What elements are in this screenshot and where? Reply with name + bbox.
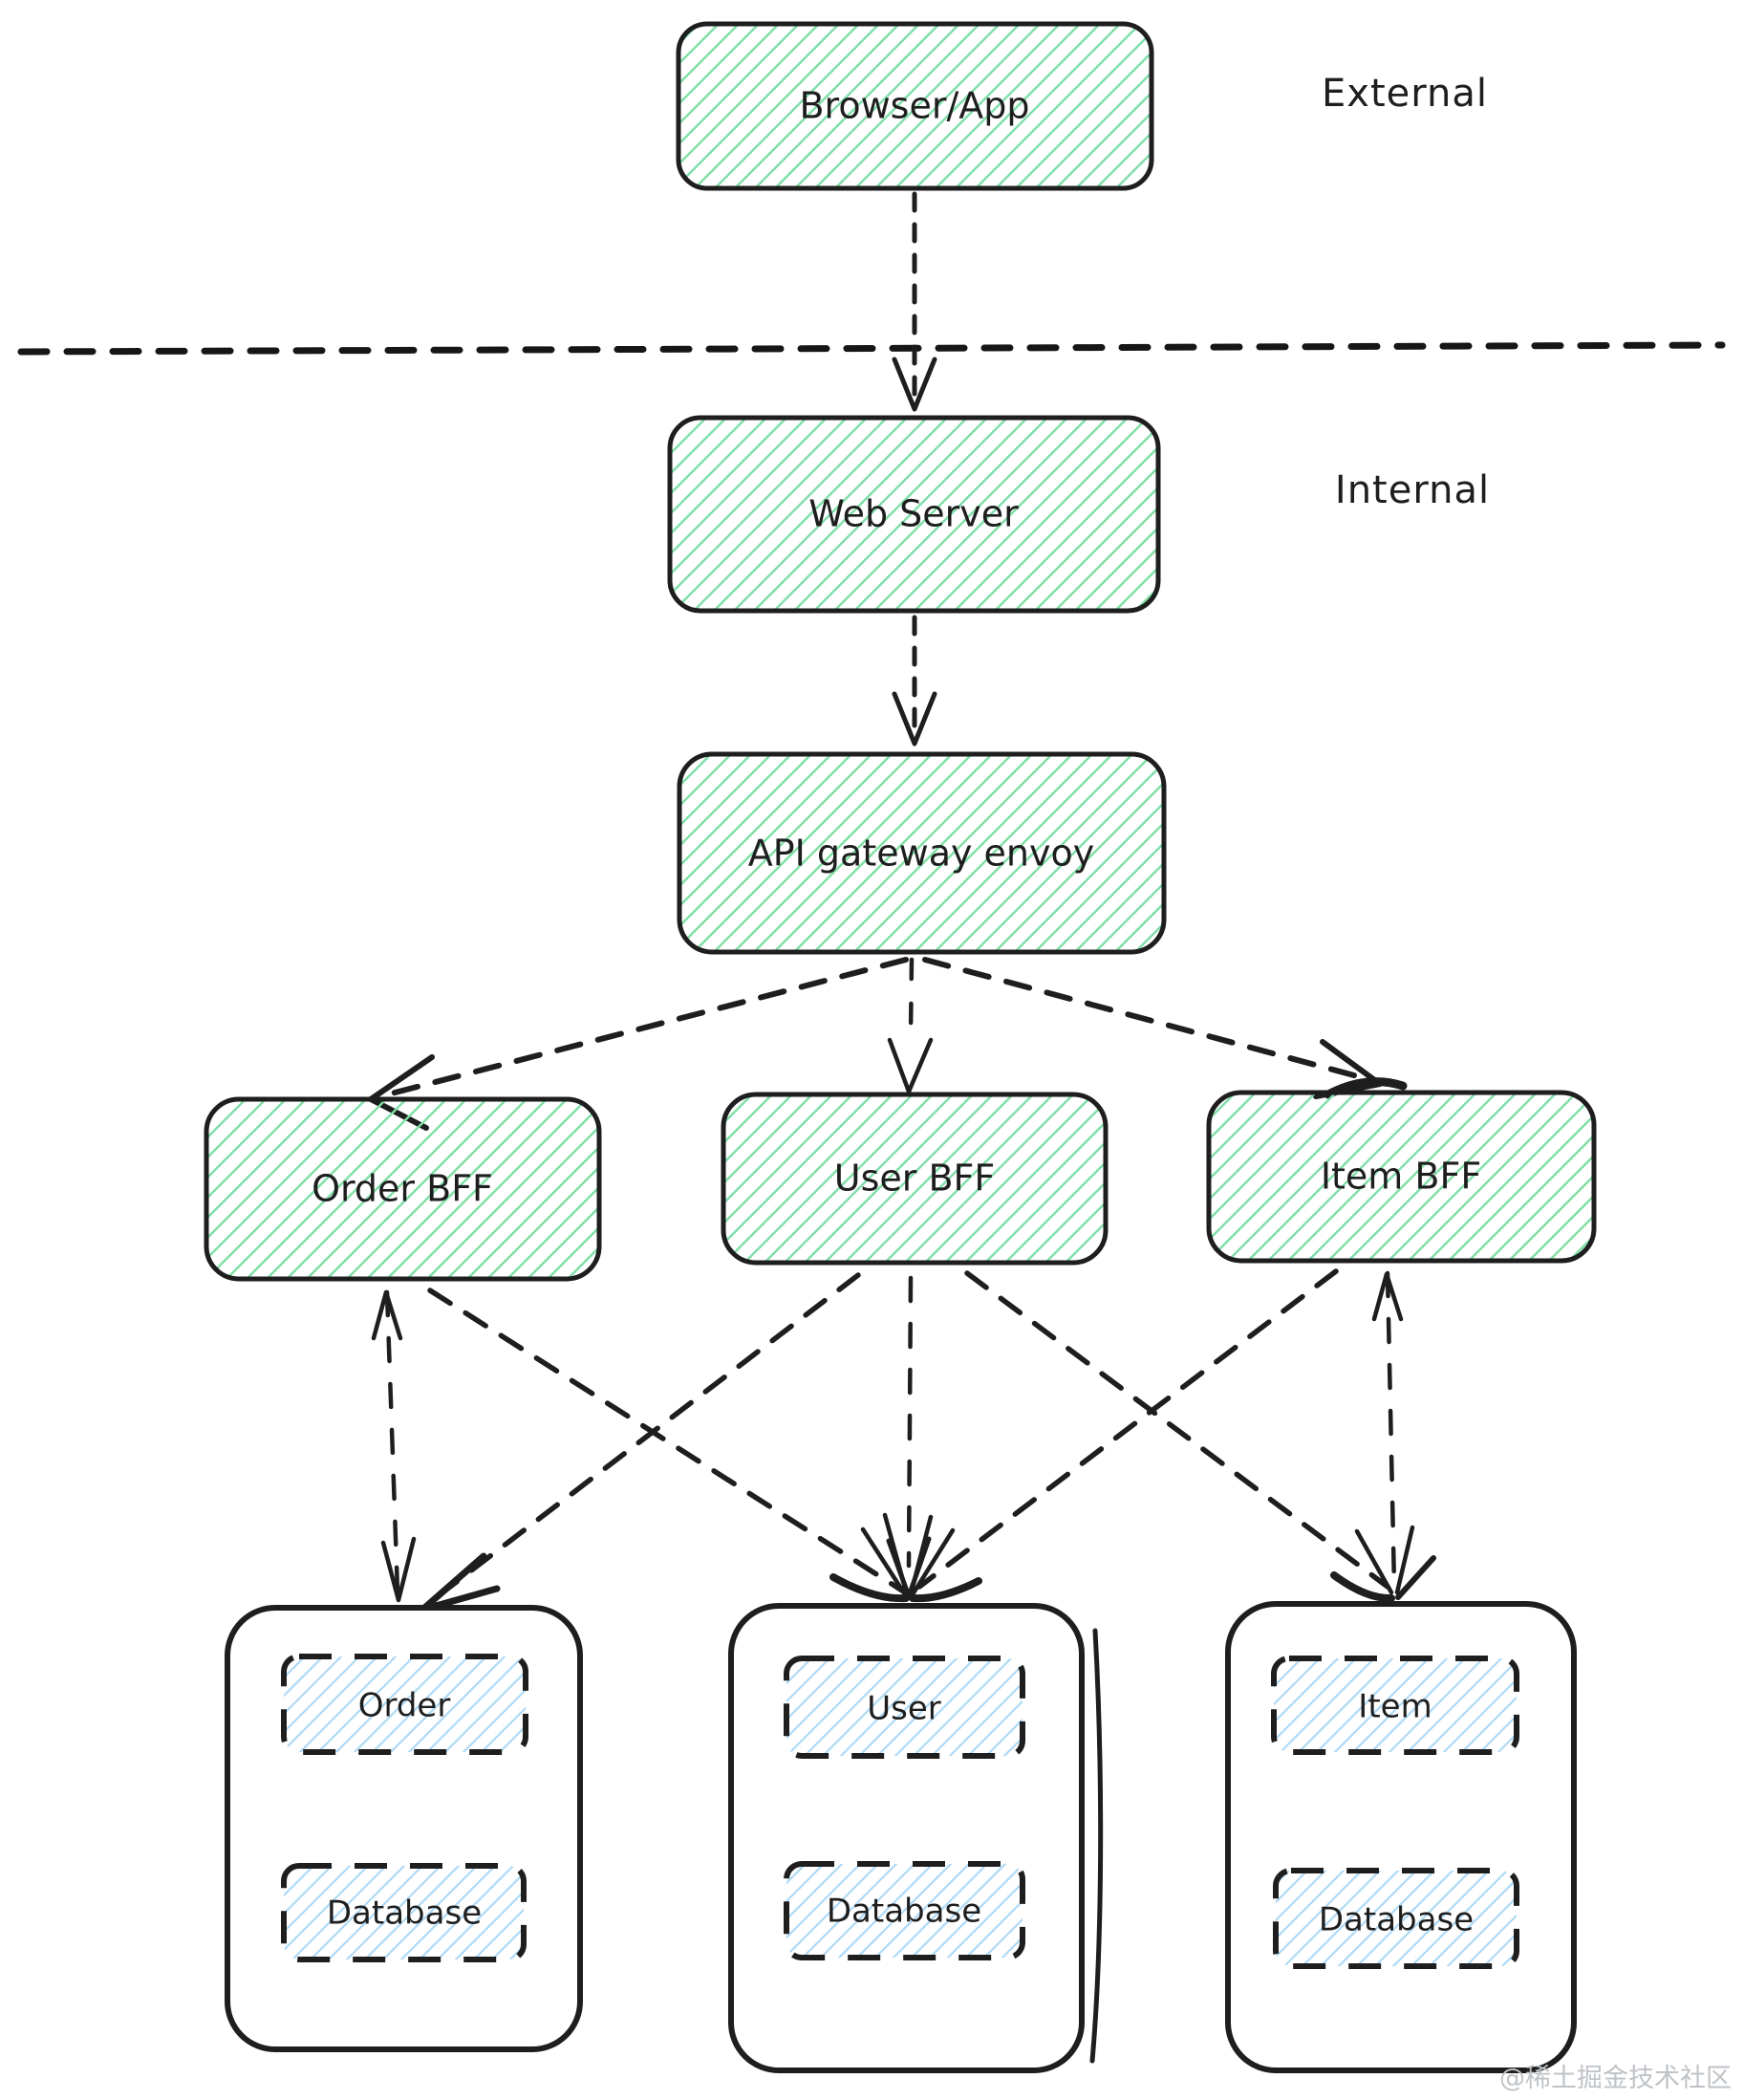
node-web-server: Web Server: [667, 415, 1161, 614]
arrow-item-bff-to-user-service: [916, 1268, 1339, 1590]
watermark-text: @稀土掘金技术社区: [1499, 2064, 1732, 2093]
arrow-item-bff-to-item-service: [1371, 1270, 1404, 1590]
zone-label-external: External: [1322, 72, 1488, 116]
node-api-gateway: API gateway envoy: [677, 751, 1167, 955]
component-item-box: [1271, 1656, 1519, 1755]
node-web-server-label: Web Server: [808, 493, 1019, 535]
node-browser-app-label: Browser/App: [799, 85, 1029, 127]
node-browser-app: Browser/App: [676, 21, 1154, 191]
component-user-box: [784, 1656, 1025, 1759]
node-user-bff: User BFF: [721, 1092, 1109, 1266]
container-item-service: Item Database: [1225, 1601, 1577, 2073]
component-order-box: [281, 1654, 528, 1755]
node-item-bff: Item BFF: [1206, 1090, 1597, 1264]
component-user-label: User: [867, 1690, 941, 1728]
arrowhead-cluster-item-service: [1330, 1525, 1436, 1603]
node-api-gateway-label: API gateway envoy: [748, 833, 1095, 875]
container-order-service: Order Database: [225, 1605, 583, 2052]
container-user-service: User Database: [728, 1603, 1104, 2073]
node-item-bff-label: Item BFF: [1321, 1156, 1481, 1198]
component-order-label: Order: [358, 1687, 451, 1725]
arrow-order-bff-to-order-service: [371, 1289, 417, 1603]
arrow-browser-to-webserver: [892, 191, 937, 412]
arrow-user-bff-to-item-service: [964, 1270, 1390, 1590]
zone-separator-line: [17, 341, 1726, 356]
arrow-gateway-to-user-bff: [887, 957, 934, 1094]
component-item-label: Item: [1358, 1688, 1432, 1726]
arrow-gateway-to-item-bff: [922, 957, 1408, 1099]
arrowhead-cluster-user-service: [829, 1512, 982, 1603]
database-order-label: Database: [327, 1894, 482, 1933]
database-item-label: Database: [1319, 1901, 1474, 1939]
database-order-box: [281, 1863, 527, 1962]
zone-label-internal: Internal: [1335, 468, 1490, 512]
database-user-label: Database: [827, 1893, 981, 1931]
database-item-box: [1273, 1868, 1519, 1969]
arrow-webserver-to-gateway: [892, 615, 937, 747]
database-user-box: [784, 1861, 1025, 1960]
arrow-order-bff-to-user-service: [427, 1288, 905, 1593]
arrow-user-bff-to-user-service: [906, 1275, 914, 1569]
node-order-bff-label: Order BFF: [312, 1168, 493, 1210]
container-user-service-sketch-edge: [1089, 1628, 1104, 2064]
node-order-bff: Order BFF: [204, 1096, 602, 1282]
node-user-bff-label: User BFF: [834, 1158, 995, 1200]
